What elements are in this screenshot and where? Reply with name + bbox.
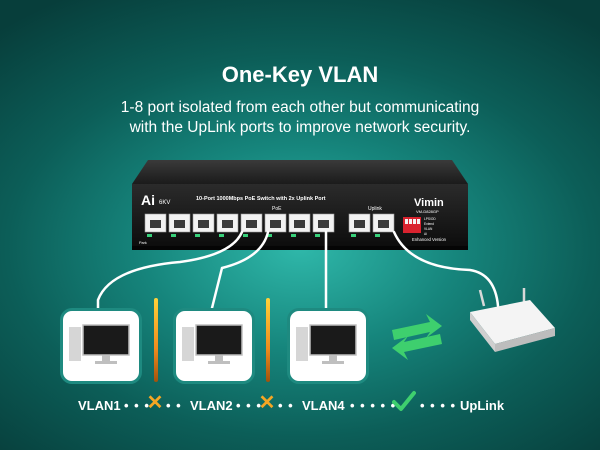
poe-port-1-led [147,234,152,237]
pc-monitor-base [208,361,230,364]
uplink-label-bottom: UpLink [460,398,505,413]
dip-lever-3 [413,219,416,224]
pc-monitor [309,324,357,356]
computer-card-vlan2 [173,308,255,384]
vlan1-label: VLAN1 [78,398,121,413]
switch-logo-badge: 6KV [159,200,170,206]
dip-label-1: LPS/OD [424,217,436,221]
poe-port-6-led [267,234,272,237]
computer-icon [69,324,130,364]
poe-port-3-socket [198,220,209,228]
dotted-connector: • • [278,398,294,413]
poe-port-5-socket [246,220,257,228]
computer-icon [182,324,243,364]
pc-tower [69,327,81,361]
dotted-connector: • • • • [420,398,457,413]
cables [96,230,500,310]
dotted-connector: • • • • • [350,398,397,413]
dip-label-3: VLAN [424,227,433,231]
computer-icon [296,324,357,364]
cable-vlan1 [96,230,244,310]
dotted-connector: • • • [236,398,262,413]
uplink-port-2-led [375,234,380,237]
pc-tower [296,327,308,361]
cable-vlan2 [210,230,270,310]
poe-port-7-led [291,234,296,237]
isolation-divider-2 [266,298,270,382]
poe-port-3-led [195,234,200,237]
pc-monitor-base [95,361,117,364]
pc-monitor-stand [102,355,110,361]
sync-arrows-icon [392,314,442,360]
dip-lever-4 [417,219,420,224]
switch-brand: Vimin [414,197,444,209]
sync-arrow-right [392,314,442,340]
x-icon: ✕ [258,392,276,414]
uplink-port-2-socket [378,220,389,228]
computer-card-vlan4 [287,308,369,384]
poe-port-8-socket [318,220,329,228]
vlan4-label: VLAN4 [302,398,345,413]
router-side [470,312,495,352]
dip-lever-2 [409,219,412,224]
page-title: One-Key VLAN [221,62,379,87]
check-icon [392,391,416,411]
page-subtitle: 1-8 port isolated from each other but co… [40,98,560,138]
uplink-label: Uplink [368,206,382,212]
switch-edition: Enhanced Version [412,237,447,242]
dotted-connector: • • [166,398,182,413]
poe-port-4-socket [222,220,233,228]
poe-port-4-led [219,234,224,237]
isolation-divider-1 [154,298,158,382]
switch-header-text: 10-Port 1000Mbps PoE Switch with 2x Upli… [196,196,326,202]
poe-port-7-socket [294,220,305,228]
pc-tower [182,327,194,361]
switch-top [132,160,468,184]
vlan2-label: VLAN2 [190,398,233,413]
poe-port-2-socket [174,220,185,228]
dip-lever-1 [405,219,408,224]
subtitle-line-2: with the UpLink ports to improve network… [129,119,471,136]
uplink-port-group [348,213,395,237]
park-label: Park [139,241,147,245]
pc-monitor-stand [215,355,223,361]
switch-model: VM-D828GP [416,209,439,214]
router-front [495,328,555,352]
pc-monitor [82,324,130,356]
dip-label-4: Ai [424,232,427,236]
poe-port-1-socket [150,220,161,228]
router-antenna-left [478,289,486,307]
sync-arrow-left [392,334,442,360]
poe-port-6-socket [270,220,281,228]
dotted-connector: • • • [124,398,150,413]
router-top [470,300,555,344]
pc-monitor-stand [329,355,337,361]
poe-port-5-led [243,234,248,237]
pc-monitor [195,324,243,356]
uplink-port-1-socket [354,220,365,228]
poe-port-2-led [171,234,176,237]
cable-uplink [392,230,500,308]
router [470,288,555,352]
switch-logo: Ai [141,192,155,208]
poe-label: PoE [272,206,282,212]
subtitle-line-1: 1-8 port isolated from each other but co… [120,99,480,116]
pc-monitor-base [322,361,344,364]
computer-card-vlan1 [60,308,142,384]
poe-port-group [144,213,335,237]
uplink-port-1-led [351,234,356,237]
x-icon: ✕ [146,392,164,414]
dip-label-2: Extend [424,222,434,226]
poe-switch: Ai 6KV 10-Port 1000Mbps PoE Switch with … [132,160,468,250]
switch-base [132,246,468,250]
poe-port-8-led [315,234,320,237]
